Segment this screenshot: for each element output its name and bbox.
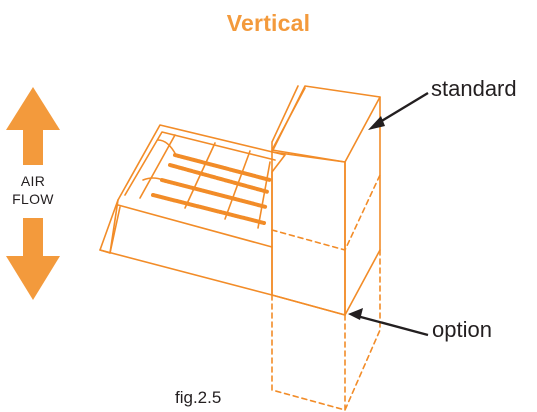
coil-frame-edge	[109, 206, 121, 254]
coil-frame-plate	[271, 87, 346, 316]
option-pointer-line	[356, 314, 429, 337]
housing-top	[271, 85, 381, 163]
figure-caption: fig.2.5	[175, 388, 222, 407]
coil-inner-line-1	[124, 131, 276, 196]
coil-tube-4	[151, 193, 266, 225]
airflow-arrow-down-head	[6, 256, 60, 300]
coil-tube-2	[168, 163, 270, 194]
diagram-title: Vertical	[226, 10, 311, 36]
airflow-arrow-up-head	[6, 87, 60, 130]
airflow-arrow-up-shaft	[23, 129, 43, 165]
coil-inner-line-5	[257, 161, 271, 229]
option-pointer-head	[348, 308, 363, 320]
standard-callout-label: standard	[431, 76, 517, 101]
option-callout-label: option	[432, 317, 492, 342]
option-box-dashed	[271, 174, 381, 411]
coil-frame-front	[99, 249, 273, 296]
standard-pointer-line	[374, 91, 429, 127]
housing-flange	[271, 85, 299, 153]
coil-unit-icon	[99, 85, 381, 411]
standard-pointer-head	[368, 116, 385, 130]
airflow-arrow-icon	[6, 87, 60, 300]
coil-tube-3	[160, 178, 268, 209]
coil-frame-top	[117, 124, 286, 201]
airflow-arrow-down-shaft	[23, 218, 43, 257]
coil-bend-1	[157, 139, 177, 156]
airflow-label-line1: AIR	[20, 173, 46, 189]
coil-frame-bottom-inner	[117, 204, 273, 248]
coil-inner-line-3	[184, 142, 216, 209]
callout-arrows	[348, 91, 429, 337]
coil-tube-1	[173, 153, 272, 182]
airflow-label-line2: FLOW	[12, 191, 54, 207]
coil-bend-2	[142, 177, 164, 181]
